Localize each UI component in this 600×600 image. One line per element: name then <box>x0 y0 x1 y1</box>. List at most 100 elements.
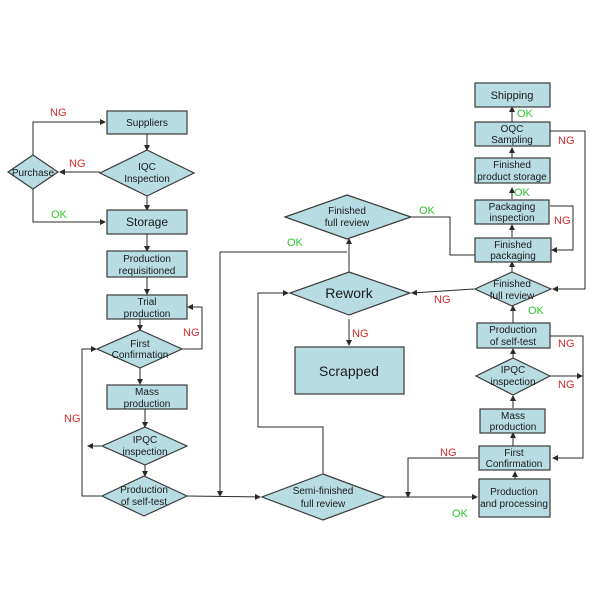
edge-selftest-semi <box>186 493 261 500</box>
node-label: of self-test <box>121 497 167 508</box>
node-label: Mass <box>501 411 525 422</box>
edge-firstconf-trial-ng <box>182 304 203 350</box>
edge-semi-rework <box>257 290 324 474</box>
label-ok: OK <box>514 187 531 199</box>
node-label: Trial <box>137 297 156 308</box>
node-label: requisitioned <box>119 266 176 277</box>
node-finished-product-storage[interactable]: Finished product storage <box>474 157 551 184</box>
node-ipqc-inspection-right[interactable]: IPQC inspection <box>474 357 552 396</box>
node-first-confirmation-left[interactable]: First Confirmation <box>95 329 184 369</box>
node-finished-review-top[interactable]: Finished full review <box>283 194 413 240</box>
node-semi-finished-review[interactable]: Semi-finished full review <box>260 473 387 521</box>
node-first-confirmation-right[interactable]: First Confirmation <box>478 445 551 471</box>
label-ng: NG <box>558 338 575 350</box>
node-label: and processing <box>480 499 548 510</box>
node-label: Scrapped <box>319 363 379 379</box>
node-label: production <box>490 422 537 433</box>
label-ng: NG <box>434 294 451 306</box>
node-mass-production-left[interactable]: Mass production <box>106 384 188 410</box>
node-iqc-inspection[interactable]: IQC Inspection <box>98 149 196 197</box>
node-label: Packaging <box>489 202 536 213</box>
node-self-test-left[interactable]: Production of self-test <box>100 475 189 517</box>
node-label: production <box>124 399 171 410</box>
edge-labels: NG NG OK NG NG OK OK NG NG NG OK NG NG O… <box>50 107 575 520</box>
edge-firstconf-semi-ng <box>405 457 478 498</box>
label-ng: NG <box>554 215 571 227</box>
label-ng: NG <box>352 328 369 340</box>
node-label: Production <box>490 487 538 498</box>
label-ng: NG <box>64 413 81 425</box>
node-shipping[interactable]: Shipping <box>474 82 551 108</box>
node-label: First <box>130 339 150 350</box>
node-finished-packaging[interactable]: Finished packaging <box>474 237 552 263</box>
label-ok: OK <box>51 209 68 221</box>
node-ipqc-inspection-left[interactable]: IPQC inspection <box>100 426 189 466</box>
label-ok: OK <box>287 237 304 249</box>
node-label: production <box>124 309 171 320</box>
node-label: Confirmation <box>112 350 169 361</box>
edge-oqc-finishedreview-ng <box>550 130 586 292</box>
node-label: Purchase <box>12 168 55 179</box>
label-ng: NG <box>69 158 86 170</box>
node-label: IPQC <box>501 365 525 376</box>
node-label: Inspection <box>124 174 170 185</box>
node-suppliers[interactable]: Suppliers <box>106 110 188 135</box>
edge-packinsp-pack-ng <box>550 205 574 253</box>
node-label: Mass <box>135 387 159 398</box>
node-label: inspection <box>490 377 535 388</box>
node-rework[interactable]: Rework <box>288 271 412 316</box>
node-label: inspection <box>489 213 534 224</box>
edge-purchase-suppliers <box>32 119 106 155</box>
node-label: IPQC <box>133 435 157 446</box>
node-label: product storage <box>477 172 547 183</box>
node-label: Shipping <box>491 90 534 102</box>
node-label: Production <box>123 254 171 265</box>
node-label: Production <box>120 485 168 496</box>
node-scrapped[interactable]: Scrapped <box>294 346 405 395</box>
label-ok: OK <box>517 108 534 120</box>
node-production-processing[interactable]: Production and processing <box>478 478 551 518</box>
edge-purchase-storage <box>32 189 106 225</box>
node-label: Sampling <box>491 135 533 146</box>
node-label: full review <box>325 218 370 229</box>
nodes: Suppliers IQC Inspection Purchase Storag… <box>6 82 553 521</box>
node-label: inspection <box>122 447 167 458</box>
label-ng: NG <box>558 379 575 391</box>
node-label: Finished <box>494 240 532 251</box>
node-label: of self-test <box>490 337 536 348</box>
node-oqc-sampling[interactable]: OQC Sampling <box>474 121 551 147</box>
edge-selftest-firstconf-ng-r <box>550 335 584 461</box>
node-trial-production[interactable]: Trial production <box>106 294 188 320</box>
node-label: Confirmation <box>486 459 543 470</box>
edge-selftest-firstconf-ng <box>81 346 102 497</box>
label-ng: NG <box>558 135 575 147</box>
edge-ok-to-semi <box>217 251 347 497</box>
node-label: Storage <box>126 215 168 229</box>
node-finished-review-right[interactable]: Finished full review <box>473 271 553 307</box>
node-label: Rework <box>325 285 373 301</box>
node-mass-production-right[interactable]: Mass production <box>479 408 546 434</box>
node-label: Finished <box>328 206 366 217</box>
edge-finishedtop-pack-ok <box>411 216 489 258</box>
node-label: Finished <box>493 279 531 290</box>
label-ok: OK <box>419 205 436 217</box>
node-label: OQC <box>501 124 524 135</box>
node-purchase[interactable]: Purchase <box>6 154 60 190</box>
node-label: Suppliers <box>126 118 168 129</box>
edges <box>32 106 586 500</box>
edge-finishedreview-rework-ng <box>411 288 475 296</box>
node-storage[interactable]: Storage <box>106 209 188 235</box>
node-label: IQC <box>138 162 156 173</box>
label-ok: OK <box>528 305 545 317</box>
node-label: First <box>504 448 524 459</box>
node-self-test-right[interactable]: Production of self-test <box>476 322 551 349</box>
label-ng: NG <box>183 327 200 339</box>
node-production-requisitioned[interactable]: Production requisitioned <box>106 250 188 278</box>
node-label: full review <box>490 291 535 302</box>
node-packaging-inspection[interactable]: Packaging inspection <box>474 199 550 225</box>
node-label: packaging <box>490 251 536 262</box>
node-label: Semi-finished <box>293 486 354 497</box>
label-ng: NG <box>50 107 67 119</box>
